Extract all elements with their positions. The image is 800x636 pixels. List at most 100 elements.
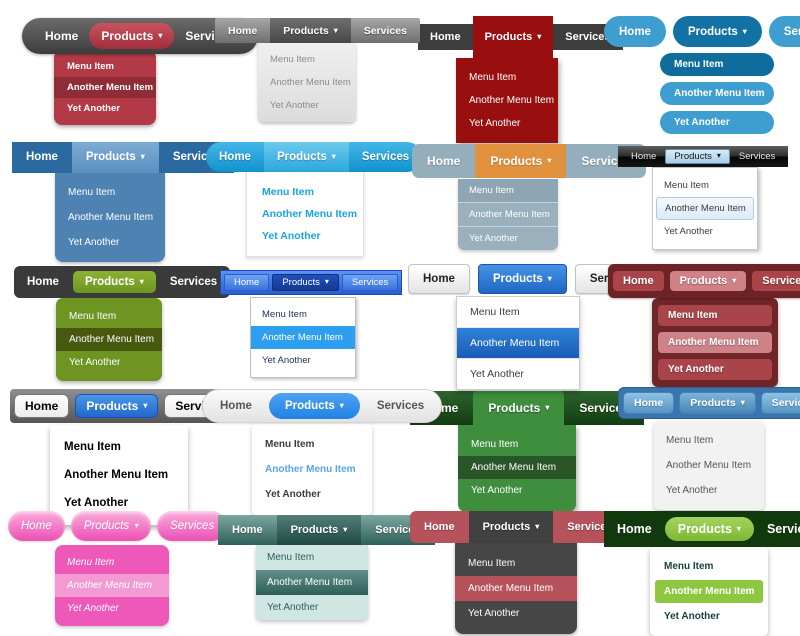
dropdown-item[interactable]: Menu Item [69, 310, 117, 322]
dropdown-item[interactable]: Another Menu Item [54, 77, 156, 98]
dropdown-item[interactable]: Menu Item [664, 179, 709, 191]
dropdown-item[interactable]: Menu Item [262, 185, 314, 198]
dropdown-item[interactable]: Yet Another [256, 595, 368, 621]
nav-products[interactable]: Products▾ [473, 391, 565, 426]
dropdown-item[interactable]: Menu Item [270, 54, 315, 65]
dropdown-item[interactable]: Another Menu Item [458, 456, 576, 480]
nav-products[interactable]: Products▾ [70, 511, 152, 542]
dropdown-item[interactable]: Another Menu Item [656, 196, 754, 220]
nav-services[interactable]: Services [738, 150, 776, 162]
dropdown-item[interactable]: Yet Another [64, 497, 129, 510]
nav-services[interactable]: Services [375, 524, 421, 537]
dropdown-item[interactable]: Yet Another [262, 354, 311, 366]
dropdown-item[interactable]: Menu Item [470, 305, 520, 318]
nav-home[interactable]: Home [220, 400, 252, 413]
dropdown-item[interactable]: Menu Item [469, 72, 517, 83]
nav-products[interactable]: Products▾ [75, 394, 159, 419]
nav-products[interactable]: Products▾ [477, 263, 567, 294]
nav-products[interactable]: Products▾ [475, 143, 567, 178]
dropdown-item[interactable]: Yet Another [262, 229, 321, 242]
nav-services[interactable]: Services [567, 521, 613, 534]
nav-services[interactable]: Services [752, 270, 800, 291]
dropdown-item[interactable]: Another Menu Item [270, 77, 351, 88]
dropdown-item[interactable]: Menu Item [468, 558, 516, 570]
nav-products[interactable]: Products▾ [468, 511, 554, 544]
dropdown-item[interactable]: Yet Another [68, 236, 120, 248]
nav-products[interactable]: Products▾ [272, 273, 339, 291]
nav-products[interactable]: Products▾ [665, 148, 730, 164]
nav-services[interactable]: Services [361, 150, 410, 163]
dropdown-item[interactable]: Another Menu Item [55, 574, 169, 598]
dropdown-item[interactable]: Another Menu Item [455, 576, 577, 602]
nav-services[interactable]: Services [169, 275, 218, 288]
dropdown-item[interactable]: Yet Another [67, 603, 119, 615]
nav-products[interactable]: Products▾ [268, 393, 360, 420]
dropdown-item[interactable]: Yet Another [664, 225, 713, 237]
nav-home[interactable]: Home [623, 392, 675, 415]
dropdown-item[interactable]: Yet Another [457, 357, 579, 389]
dropdown-item[interactable]: Another Menu Item [658, 331, 772, 353]
nav-products[interactable]: Products▾ [263, 141, 349, 172]
dropdown-item[interactable]: Yet Another [664, 611, 720, 623]
nav-home[interactable]: Home [631, 150, 657, 162]
dropdown-item[interactable]: Another Menu Item [655, 580, 763, 604]
nav-home[interactable]: Home [617, 522, 652, 537]
dropdown-item[interactable]: Another Menu Item [265, 464, 356, 476]
dropdown-item[interactable]: Menu Item [666, 435, 714, 447]
dropdown-item[interactable]: Another Menu Item [262, 207, 358, 220]
nav-services[interactable]: Services [363, 24, 407, 37]
nav-home[interactable]: Home [408, 263, 470, 294]
nav-products[interactable]: Products▾ [679, 392, 756, 415]
nav-services[interactable]: Services [760, 392, 800, 415]
dropdown-item[interactable]: Yet Another [265, 489, 321, 501]
dropdown-item[interactable]: Menu Item [458, 178, 558, 202]
dropdown-item[interactable]: Another Menu Item [56, 327, 162, 351]
nav-home[interactable]: Home [26, 151, 58, 164]
dropdown-item[interactable]: Another Menu Item [660, 82, 774, 105]
dropdown-item[interactable]: Menu Item [256, 545, 368, 571]
nav-home[interactable]: Home [613, 270, 664, 291]
dropdown-item[interactable]: Menu Item [68, 186, 116, 198]
dropdown-item[interactable]: Another Menu Item [256, 570, 368, 596]
nav-products[interactable]: Products▾ [71, 141, 159, 173]
dropdown-item[interactable]: Yet Another [660, 111, 774, 134]
nav-services[interactable]: Services [766, 522, 800, 537]
dropdown-item[interactable]: Yet Another [67, 103, 120, 114]
dropdown-item[interactable]: Another Menu Item [458, 201, 558, 226]
nav-home[interactable]: Home [228, 24, 258, 37]
dropdown-item[interactable]: Yet Another [458, 225, 558, 250]
dropdown-item[interactable]: Yet Another [666, 485, 718, 497]
dropdown-item[interactable]: Yet Another [69, 356, 121, 368]
nav-home[interactable]: Home [219, 150, 251, 163]
nav-home[interactable]: Home [604, 16, 666, 47]
nav-products[interactable]: Products▾ [472, 16, 554, 58]
nav-products[interactable]: Products▾ [276, 515, 362, 546]
nav-services[interactable]: Services [768, 16, 800, 47]
nav-services[interactable]: Services [376, 400, 425, 413]
dropdown-item[interactable]: Another Menu Item [64, 469, 169, 482]
nav-products[interactable]: Products▾ [669, 270, 747, 291]
dropdown-item[interactable]: Another Menu Item [457, 326, 579, 358]
nav-services[interactable]: Services [157, 511, 228, 542]
nav-services[interactable]: Services [565, 31, 611, 43]
dropdown-item[interactable]: Another Menu Item [666, 460, 752, 472]
nav-home[interactable]: Home [424, 521, 455, 534]
nav-home[interactable]: Home [27, 275, 59, 288]
nav-products[interactable]: Products▾ [672, 16, 762, 47]
nav-products[interactable]: Products▾ [270, 18, 351, 43]
nav-products[interactable]: Products▾ [664, 517, 754, 542]
dropdown-item[interactable]: Menu Item [262, 308, 307, 320]
nav-products[interactable]: Products▾ [89, 23, 175, 49]
dropdown-item[interactable]: Menu Item [64, 441, 121, 454]
dropdown-item[interactable]: Menu Item [67, 61, 114, 72]
dropdown-item[interactable]: Menu Item [265, 439, 315, 451]
dropdown-item[interactable]: Yet Another [658, 358, 772, 380]
nav-home[interactable]: Home [45, 29, 79, 43]
dropdown-item[interactable]: Another Menu Item [251, 325, 355, 349]
dropdown-item[interactable]: Yet Another [468, 608, 520, 620]
dropdown-item[interactable]: Another Menu Item [68, 211, 154, 223]
nav-home[interactable]: Home [8, 511, 65, 542]
dropdown-item[interactable]: Yet Another [469, 118, 521, 129]
nav-home[interactable]: Home [224, 273, 270, 291]
nav-home[interactable]: Home [430, 31, 461, 43]
